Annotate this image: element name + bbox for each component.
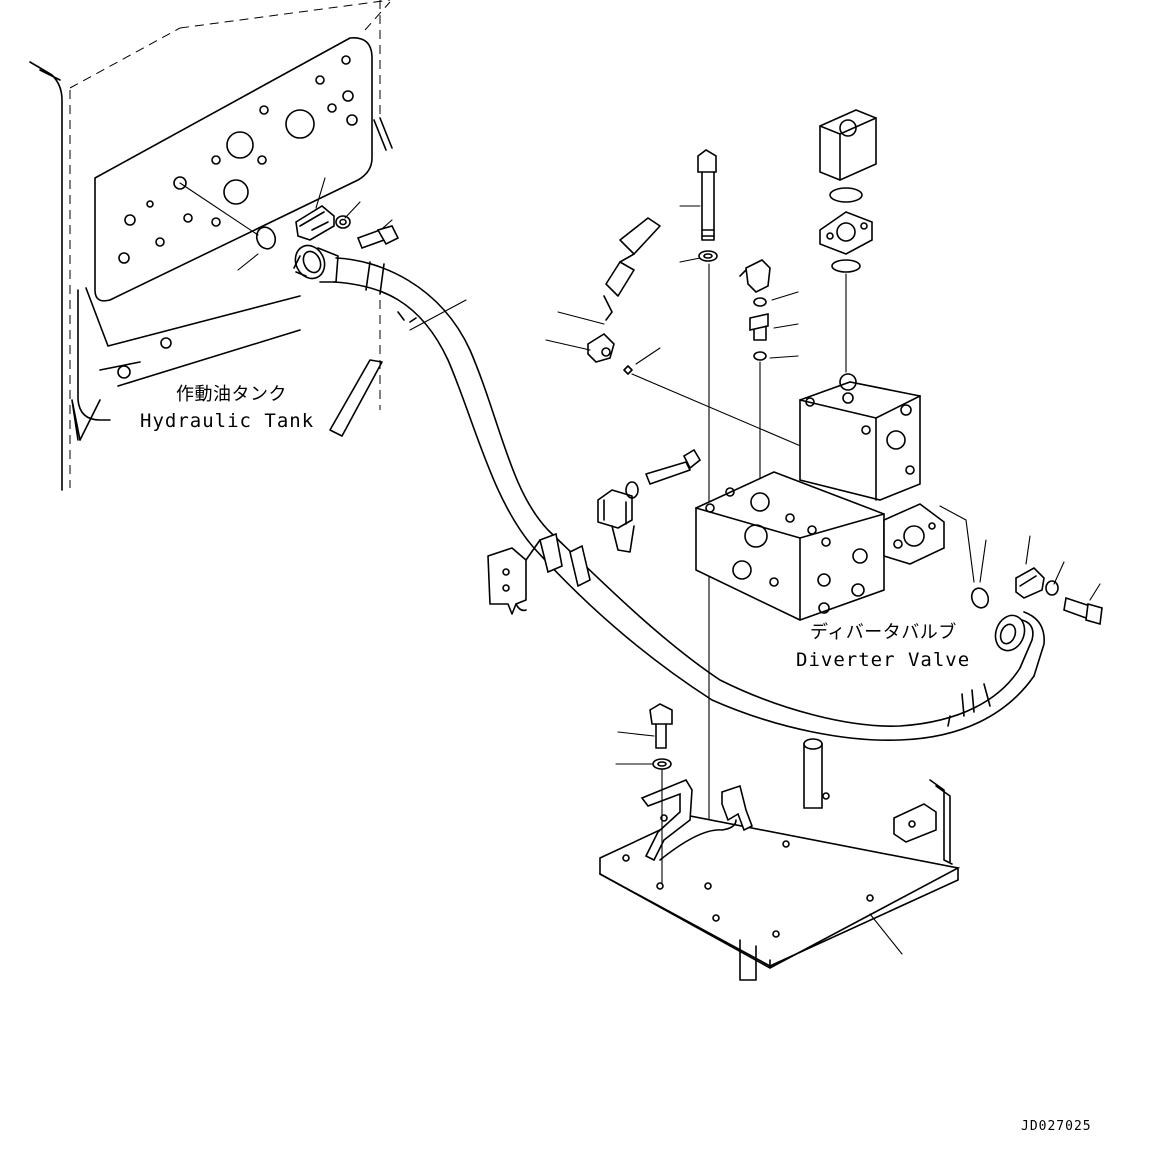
tank-side-fittings bbox=[255, 205, 400, 250]
valve-side-fittings bbox=[970, 535, 1103, 626]
diverter-valve bbox=[695, 373, 975, 621]
pressure-sensor bbox=[545, 217, 811, 451]
plate-bolt bbox=[615, 703, 673, 885]
hydraulic-tank bbox=[29, 0, 393, 491]
drawing-id: JD027025 bbox=[1021, 1119, 1092, 1134]
valve-mount-bolt bbox=[625, 448, 702, 499]
hydraulic-tank-label-jp: 作動油タンク bbox=[176, 384, 287, 405]
diverter-valve-label: Diverter Valve bbox=[796, 649, 971, 671]
base-plate bbox=[599, 738, 961, 981]
main-hose bbox=[293, 244, 1045, 742]
top-flange-block bbox=[819, 109, 877, 373]
hydraulic-tank-label: Hydraulic Tank bbox=[140, 410, 315, 432]
diverter-valve-label-jp: ディバータバルブ bbox=[810, 622, 957, 643]
hose-bracket bbox=[487, 489, 635, 615]
